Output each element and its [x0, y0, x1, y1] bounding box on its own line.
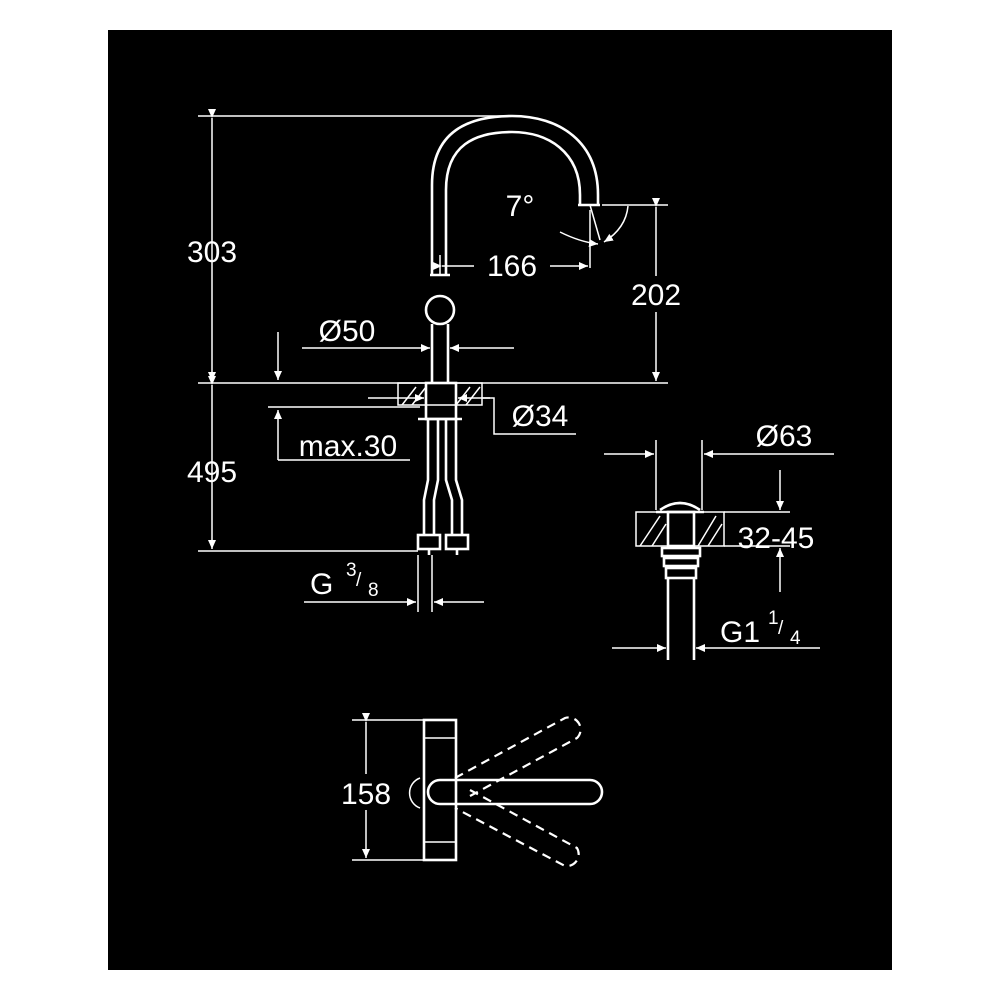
lever-handle — [426, 778, 604, 806]
lever-top-view — [408, 716, 604, 868]
waste-deck-section — [635, 511, 725, 547]
label-g-num: 3 — [346, 560, 357, 581]
waste-fitting-view — [635, 501, 725, 660]
label-32-45: 32-45 — [738, 522, 815, 555]
supply-hoses — [416, 420, 470, 555]
label-g-den: 8 — [368, 580, 379, 601]
dim-waste-connection: G1 1 / 4 — [612, 608, 820, 652]
dim-height-above-deck: 303 — [187, 109, 512, 381]
label-495: 495 — [187, 456, 237, 489]
faucet-side-view — [198, 114, 668, 555]
label-166: 166 — [487, 250, 537, 283]
body-plate — [422, 718, 458, 862]
spout-inner — [444, 130, 582, 275]
mounting-shank — [424, 381, 458, 421]
dim-waste-diameter: Ø63 — [604, 420, 834, 510]
label-202: 202 — [631, 279, 681, 312]
label-diameter-34: Ø34 — [512, 400, 569, 433]
label-7-degree: 7° — [506, 190, 535, 223]
spout-outer — [430, 114, 600, 275]
label-g1-base: G1 — [720, 616, 760, 649]
drawing-frame — [108, 30, 892, 970]
dim-spout-reach: 166 — [433, 210, 591, 283]
dim-body-diameter: Ø50 — [302, 315, 514, 352]
dim-hose-length: 495 — [187, 376, 418, 552]
dim-waste-deck: 32-45 — [724, 470, 814, 592]
label-g1-slash: / — [778, 618, 784, 639]
lever-ghost-upper — [454, 716, 582, 797]
label-g1-num: 1 — [768, 608, 779, 629]
dim-lever-depth: 158 — [330, 713, 428, 861]
label-303: 303 — [187, 236, 237, 269]
label-158: 158 — [341, 778, 391, 811]
lever-knob — [424, 294, 456, 326]
dim-spout-angle: 7° — [506, 190, 629, 247]
label-diameter-63: Ø63 — [756, 420, 813, 453]
label-g-base: G — [310, 568, 333, 601]
dim-max-deck: max.30 — [268, 332, 420, 463]
dim-mounting-hole: Ø34 — [368, 394, 576, 435]
pivot-arc — [408, 777, 421, 809]
lever-ghost-lower — [454, 789, 580, 868]
dim-hose-connection: G 3 / 8 — [304, 555, 484, 612]
label-g1-den: 4 — [790, 628, 801, 649]
label-max-30: max.30 — [299, 430, 397, 463]
label-diameter-50: Ø50 — [319, 315, 376, 348]
waste-cap — [659, 501, 701, 512]
dim-outlet-height: 202 — [602, 198, 692, 381]
label-g-slash: / — [356, 570, 362, 591]
deck-section — [397, 382, 483, 406]
